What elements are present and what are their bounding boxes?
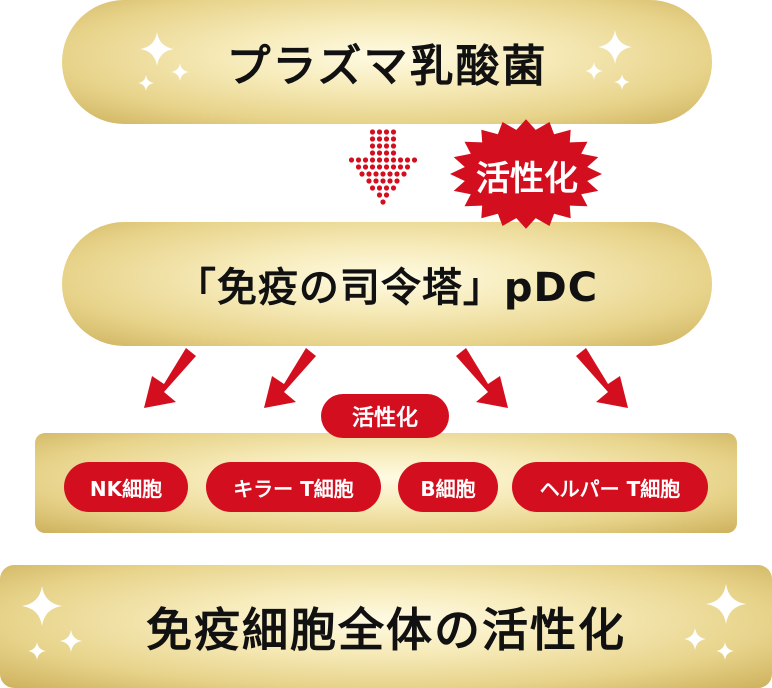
arrow-dot: [376, 129, 383, 135]
arrow-dot: [383, 150, 390, 156]
mid-pill: 「免疫の司令塔」pDC: [62, 222, 712, 346]
arrow-dot: [383, 164, 390, 170]
arrow-dot: [369, 143, 376, 149]
arrow-dot: [376, 157, 383, 163]
arrow-icon: [264, 348, 316, 408]
arrow-dot: [394, 178, 400, 184]
sparkle-icon: [138, 75, 154, 91]
arrow-dot: [373, 171, 379, 177]
arrow-dot: [355, 157, 362, 163]
arrow-dot: [390, 185, 397, 191]
arrow-dot: [383, 185, 390, 191]
bottom-bar: 免疫細胞全体の活性化: [0, 565, 772, 688]
arrow-icon: [576, 348, 628, 408]
arrow-dot: [369, 164, 376, 170]
cell-helper-t: ヘルパー T細胞: [512, 462, 708, 512]
arrow-dot: [383, 192, 390, 198]
cell-killer-t: キラー T細胞: [206, 462, 381, 512]
arrow-dot: [390, 143, 397, 149]
arrow-dot: [376, 143, 383, 149]
bottom-bar-label: 免疫細胞全体の活性化: [146, 602, 626, 657]
cell-b: B細胞: [398, 462, 498, 512]
sparkle-icon: [22, 586, 62, 626]
arrow-dot: [380, 171, 386, 177]
arrow-dot: [383, 157, 390, 163]
arrow-dot: [390, 164, 397, 170]
arrow-dot: [376, 150, 383, 156]
arrow-dot: [387, 178, 393, 184]
dotted-arrow-icon: [348, 129, 418, 205]
sparkle-icon: [598, 30, 632, 64]
arrow-dot: [397, 157, 404, 163]
sparkle-icon: [60, 630, 82, 652]
sparkle-icon: [171, 63, 189, 81]
arrow-dot: [383, 129, 390, 135]
arrow-dot: [390, 136, 397, 142]
arrow-icon: [456, 348, 508, 408]
activation-badge-label: 活性化: [476, 158, 578, 199]
arrow-dot: [366, 171, 372, 177]
arrow-dot: [376, 164, 383, 170]
burst-icon: [450, 119, 602, 229]
arrow-dot: [394, 171, 400, 177]
arrow-dot: [359, 171, 365, 177]
sparkle-icon: [140, 32, 174, 66]
mid-pill-label: 「免疫の司令塔」pDC: [175, 265, 599, 311]
arrow-dot: [387, 171, 393, 177]
arrow-dot: [390, 150, 397, 156]
sparkle-icon: [28, 642, 46, 660]
sparkle-icon: [585, 62, 603, 80]
arrow-dot: [397, 164, 404, 170]
arrow-dot: [383, 136, 390, 142]
cell-nk: NK細胞: [64, 462, 188, 512]
top-pill: プラズマ乳酸菌: [62, 0, 712, 124]
arrow-dot: [373, 178, 379, 184]
arrow-dot: [390, 129, 397, 135]
arrow-dot: [366, 178, 372, 184]
arrow-dot: [376, 136, 383, 142]
arrow-dot: [376, 185, 383, 191]
arrow-dot: [369, 157, 376, 163]
arrow-dot: [369, 150, 376, 156]
arrow-dot: [404, 164, 411, 170]
arrow-dot: [404, 157, 411, 163]
arrow-dot: [401, 171, 407, 177]
arrow-dot: [411, 157, 418, 163]
top-pill-label: プラズマ乳酸菌: [226, 41, 548, 92]
sparkle-icon: [706, 584, 746, 624]
arrow-dot: [383, 143, 390, 149]
arrow-dot: [376, 192, 383, 198]
sparkle-icon: [614, 74, 630, 90]
arrow-dot: [380, 178, 386, 184]
arrow-dot: [362, 164, 369, 170]
cells-activation-badge: 活性化: [321, 394, 449, 438]
arrow-dot: [369, 129, 376, 135]
arrow-dot: [369, 185, 376, 191]
arrow-dot: [355, 164, 362, 170]
arrow-dot: [380, 199, 386, 205]
arrow-dot: [362, 157, 369, 163]
arrow-dot: [390, 157, 397, 163]
arrow-dot: [369, 136, 376, 142]
arrow-icon: [144, 348, 196, 408]
sparkle-icon: [716, 642, 734, 660]
arrow-dot: [348, 157, 355, 163]
sparkle-icon: [684, 628, 706, 650]
